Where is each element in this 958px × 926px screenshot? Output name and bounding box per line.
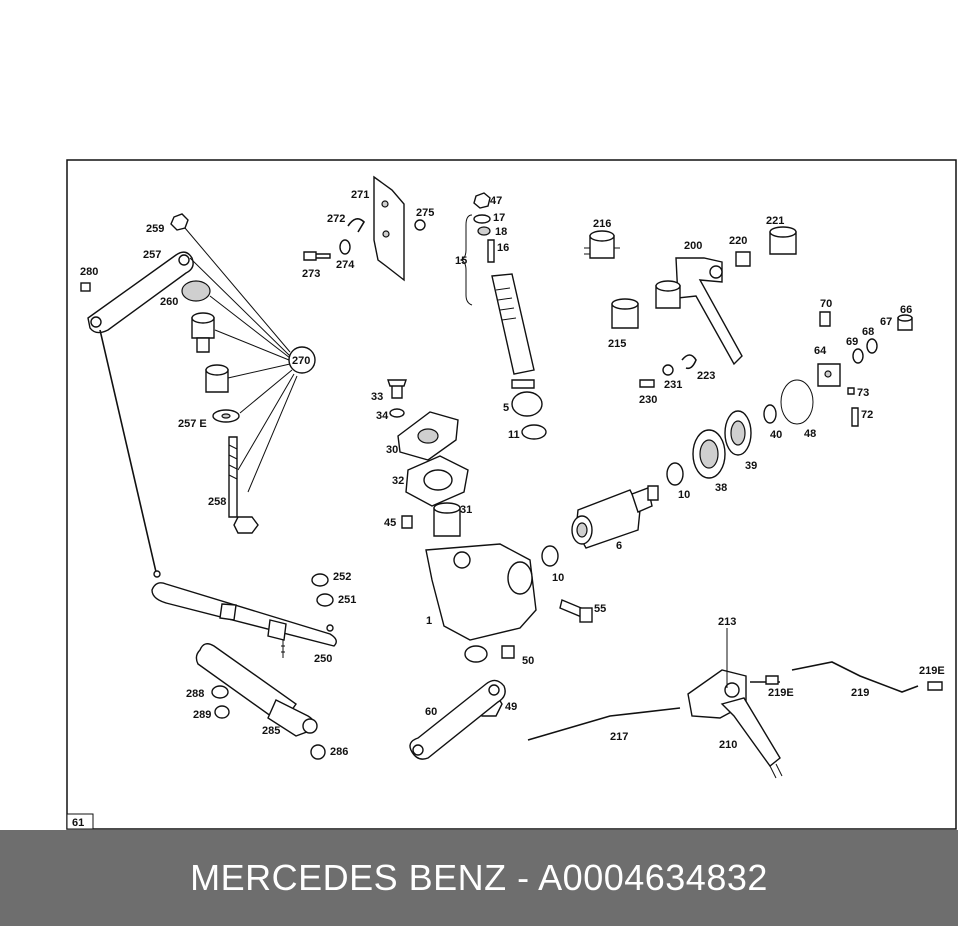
label-219e-a: 219E [768, 687, 794, 699]
drag-link-assembly [99, 329, 337, 658]
page-ref: 61 [72, 817, 84, 829]
label-217: 217 [610, 731, 628, 743]
label-210: 210 [719, 739, 737, 751]
label-11: 11 [508, 429, 520, 441]
label-31: 31 [460, 504, 472, 516]
label-250: 250 [314, 653, 332, 665]
idler-arm-assembly: 270 [80, 213, 316, 534]
label-260: 260 [160, 296, 178, 308]
label-272: 272 [327, 213, 345, 225]
label-33: 33 [371, 391, 383, 403]
label-280: 280 [80, 266, 98, 278]
label-47: 47 [490, 195, 502, 207]
label-10b: 10 [552, 572, 564, 584]
parts-diagram: 61 270 259 257 280 260 257 E 258 [66, 159, 957, 830]
label-216: 216 [593, 218, 611, 230]
label-10a: 10 [678, 489, 690, 501]
control-valve-assembly [584, 226, 797, 388]
label-258: 258 [208, 496, 226, 508]
steering-column-assembly [527, 628, 943, 779]
steering-shaft [459, 192, 547, 440]
label-16: 16 [497, 242, 509, 254]
label-15: 15 [455, 255, 467, 267]
label-49: 49 [505, 701, 517, 713]
label-50: 50 [522, 655, 534, 667]
label-55: 55 [594, 603, 606, 615]
page-ref-box [66, 813, 94, 830]
label-45: 45 [384, 517, 396, 529]
label-252: 252 [333, 571, 351, 583]
seal-kit [666, 311, 913, 486]
label-251: 251 [338, 594, 356, 606]
diagram-frame [66, 159, 957, 830]
label-6: 6 [616, 540, 622, 552]
label-275: 275 [416, 207, 434, 219]
label-68: 68 [862, 326, 874, 338]
label-32: 32 [392, 475, 404, 487]
label-18: 18 [495, 226, 507, 238]
label-223: 223 [697, 370, 715, 382]
label-286: 286 [330, 746, 348, 758]
label-274: 274 [336, 259, 355, 271]
bracket-assembly [303, 175, 426, 282]
label-64: 64 [814, 345, 827, 357]
label-257: 257 [143, 249, 161, 261]
steering-damper [195, 643, 326, 760]
label-257e: 257 E [178, 418, 207, 430]
label-219: 219 [851, 687, 869, 699]
label-259: 259 [146, 223, 164, 235]
label-1: 1 [426, 615, 432, 627]
label-69: 69 [846, 336, 858, 348]
pump-assembly [541, 485, 659, 567]
label-219e-b: 219E [919, 665, 945, 677]
label-221: 221 [766, 215, 784, 227]
label-5: 5 [503, 402, 509, 414]
footer-caption: MERCEDES BENZ - A0004634832 [190, 857, 768, 898]
label-288: 288 [186, 688, 204, 700]
label-289: 289 [193, 709, 211, 721]
label-213: 213 [718, 616, 736, 628]
label-66: 66 [900, 304, 912, 316]
label-67: 67 [880, 316, 892, 328]
label-38: 38 [715, 482, 727, 494]
label-60: 60 [425, 706, 437, 718]
label-220: 220 [729, 235, 747, 247]
label-70: 70 [820, 298, 832, 310]
label-273: 273 [302, 268, 320, 280]
label-30: 30 [386, 444, 398, 456]
label-200: 200 [684, 240, 702, 252]
label-39: 39 [745, 460, 757, 472]
label-48: 48 [804, 428, 816, 440]
label-17: 17 [493, 212, 505, 224]
label-231: 231 [664, 379, 682, 391]
label-285: 285 [262, 725, 280, 737]
label-40: 40 [770, 429, 782, 441]
steering-gear-box [387, 379, 593, 760]
callout-270: 270 [292, 355, 310, 367]
footer-caption-bar: MERCEDES BENZ - A0004634832 [0, 830, 958, 926]
label-271: 271 [351, 189, 369, 201]
label-215: 215 [608, 338, 626, 350]
label-72: 72 [861, 409, 873, 421]
label-34: 34 [376, 410, 389, 422]
label-73: 73 [857, 387, 869, 399]
label-230: 230 [639, 394, 657, 406]
